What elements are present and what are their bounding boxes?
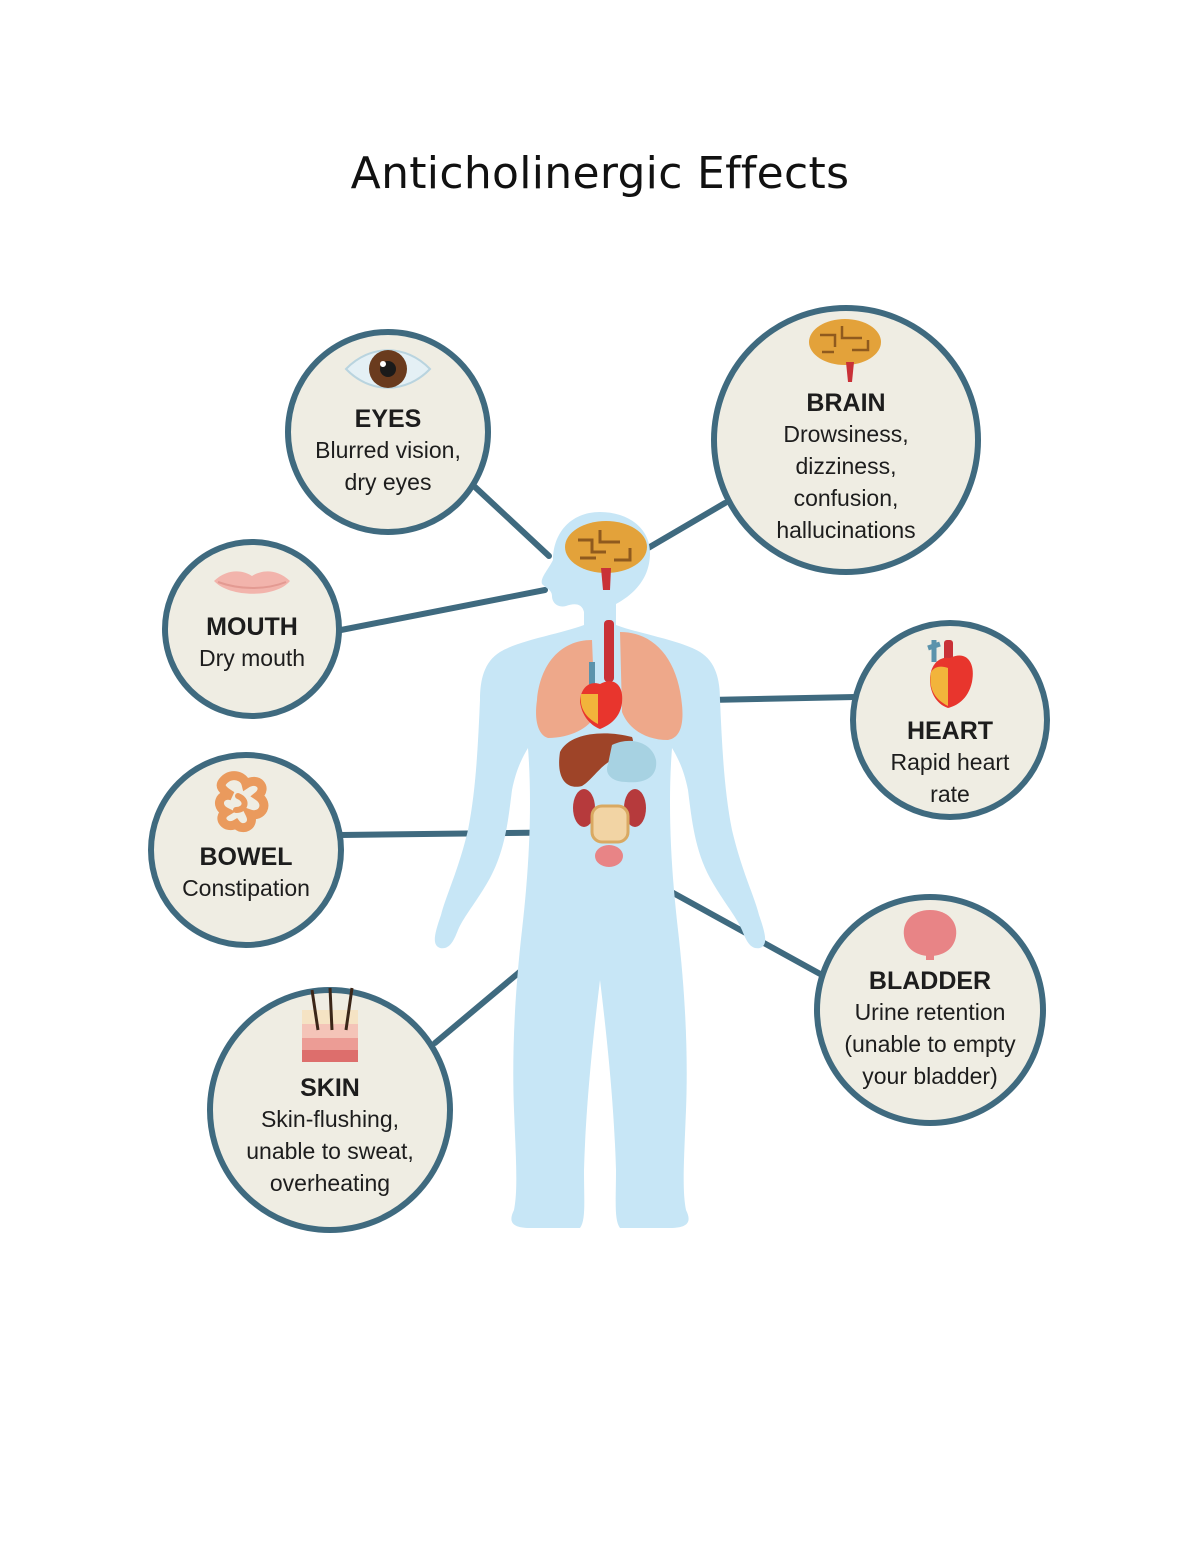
node-bladder-circle — [814, 894, 1046, 1126]
skin-text-line: overheating — [269, 1170, 391, 1196]
intestine-icon — [215, 771, 269, 833]
heart-text-line: Rapid heart — [890, 749, 1010, 775]
brain-heading: BRAIN — [806, 389, 886, 417]
node-skin: SKIN Skin-flushing, unable to sweat, ove… — [220, 1073, 440, 1199]
brain-text-line: confusion, — [793, 485, 899, 511]
bladder-text-line: Urine retention — [854, 999, 1006, 1025]
left-lung — [536, 640, 595, 738]
bladder-heading: BLADDER — [868, 967, 992, 995]
skin-text-line: unable to sweat, — [246, 1138, 414, 1164]
bowel-heading: BOWEL — [199, 843, 293, 871]
eyes-heading: EYES — [354, 405, 422, 433]
right-lung — [620, 632, 683, 740]
node-bowel-circle — [148, 752, 344, 948]
lips-icon — [214, 571, 290, 594]
heart-atrium — [580, 694, 598, 724]
node-brain: BRAIN Drowsiness, dizziness, confusion, … — [746, 388, 946, 546]
skin-heading: SKIN — [300, 1074, 360, 1102]
connector-eyes — [472, 484, 552, 559]
node-eyes: EYES Blurred vision, dry eyes — [298, 404, 478, 498]
mouth-heading: MOUTH — [206, 613, 298, 641]
node-heart: HEART Rapid heart rate — [870, 716, 1030, 810]
heart-icon — [927, 640, 973, 708]
page-title: Anticholinergic Effects — [350, 148, 850, 199]
node-mouth-circle — [162, 539, 342, 719]
brain-text-line: hallucinations — [776, 517, 916, 543]
connector-mouth — [338, 587, 548, 633]
organs — [536, 521, 683, 867]
head-brain — [565, 521, 647, 573]
bladder-icon — [903, 910, 957, 960]
node-rings — [148, 305, 1050, 1233]
bowel-text-line: Constipation — [182, 875, 310, 901]
skin-text-line: Skin-flushing, — [260, 1106, 400, 1132]
node-bowel: BOWEL Constipation — [158, 842, 334, 904]
node-brain-circle — [711, 305, 981, 575]
node-heart-circle — [850, 620, 1050, 820]
eyes-text-line: dry eyes — [344, 469, 432, 495]
intestine-organ — [590, 804, 630, 844]
vein — [589, 662, 595, 694]
brain-icon — [809, 319, 881, 382]
head-brain-folds — [578, 530, 632, 562]
node-mouth: MOUTH Dry mouth — [172, 612, 332, 674]
heart-text-line: rate — [930, 781, 970, 807]
stomach — [606, 740, 657, 783]
brain-stem — [601, 568, 611, 590]
bladder-organ — [595, 845, 623, 867]
brain-text-line: Drowsiness, — [783, 421, 909, 447]
connector-skin — [432, 967, 525, 1046]
node-bladder: BLADDER Urine retention (unable to empty… — [828, 966, 1032, 1092]
node-eyes-circle — [285, 329, 491, 535]
heart-heading: HEART — [906, 717, 994, 745]
brain-text-line: dizziness, — [795, 453, 897, 479]
mouth-text-line: Dry mouth — [198, 645, 306, 671]
trachea — [604, 620, 614, 682]
bladder-text-line: (unable to empty — [844, 1031, 1016, 1057]
body-silhouette — [434, 512, 766, 1228]
eye-icon — [344, 349, 432, 389]
eyes-text-line: Blurred vision, — [315, 437, 461, 463]
connector-brain — [640, 500, 728, 554]
bladder-text-line: your bladder) — [862, 1063, 998, 1089]
skin-icon — [302, 987, 358, 1062]
left-kidney — [573, 789, 595, 827]
